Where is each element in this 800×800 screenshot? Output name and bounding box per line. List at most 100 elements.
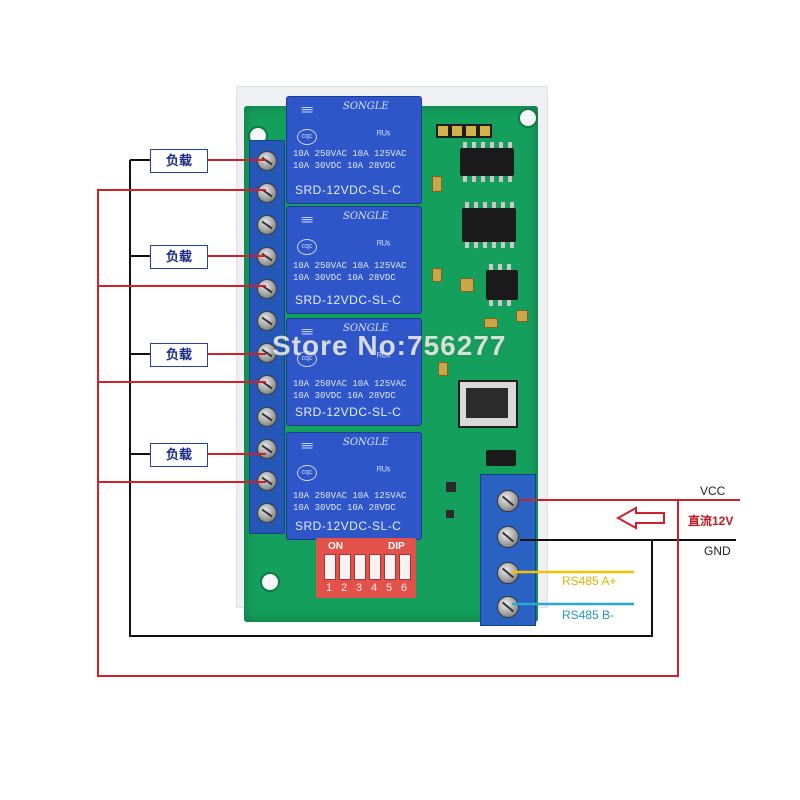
vcc-label: VCC — [700, 484, 726, 498]
relay-spec-line-2: 10A 30VDC 10A 28VDC — [293, 161, 396, 171]
smd-capacitor — [516, 310, 528, 322]
ic-pin — [489, 300, 493, 306]
terminal-screw-gnd — [497, 526, 519, 548]
header-pin — [436, 124, 450, 138]
dip-number: 6 — [400, 582, 408, 594]
mounting-hole — [518, 108, 538, 128]
ic-pin — [492, 242, 496, 248]
ic-pin — [508, 142, 512, 148]
relay-spec-line-2: 10A 30VDC 10A 28VDC — [293, 391, 396, 401]
cqc-mark-icon: cqc — [297, 465, 317, 481]
ic-pin — [501, 202, 505, 208]
dip-switch-4 — [369, 554, 381, 580]
cqc-mark-icon: cqc — [297, 129, 317, 145]
smd-capacitor — [438, 362, 448, 376]
terminal-screw-b — [497, 596, 519, 618]
ic-pin — [507, 300, 511, 306]
ic-pin — [481, 142, 485, 148]
relay-4: ≡≡ SONGLE cqc ᴿᵁˢ 10A 250VAC 10A 125VAC … — [286, 432, 422, 540]
smd-capacitor — [432, 268, 442, 282]
terminal-screw — [257, 183, 277, 203]
dip-number: 1 — [325, 582, 333, 594]
songle-logo-icon: ≡≡ — [301, 102, 313, 117]
smd-capacitor — [432, 176, 442, 192]
cqc-mark-icon: cqc — [297, 351, 317, 367]
load-box-2: 负载 — [150, 245, 208, 269]
ic-chip — [486, 450, 516, 466]
songle-logo-icon: ≡≡ — [301, 438, 313, 453]
relay-model: SRD-12VDC-SL-C — [295, 183, 402, 197]
relay-spec-line-2: 10A 30VDC 10A 28VDC — [293, 503, 396, 513]
rs485-b-label: RS485 B- — [562, 608, 615, 622]
terminal-screw — [257, 311, 277, 331]
ic-pin — [510, 202, 514, 208]
ic-chip — [486, 270, 518, 300]
terminal-screw — [257, 503, 277, 523]
ic-pin — [474, 242, 478, 248]
relay-2: ≡≡ SONGLE cqc ᴿᵁˢ 10A 250VAC 10A 125VAC … — [286, 206, 422, 314]
ic-pin — [508, 176, 512, 182]
ic-pin — [463, 176, 467, 182]
ic-pin — [492, 202, 496, 208]
dip-switch-5 — [384, 554, 396, 580]
black-wire-common — [129, 160, 653, 637]
ic-pin — [490, 176, 494, 182]
ul-mark-icon: ᴿᵁˢ — [377, 465, 391, 477]
terminal-screw — [257, 375, 277, 395]
ic-pin — [472, 176, 476, 182]
ic-pin — [489, 264, 493, 270]
ic-pin — [510, 242, 514, 248]
ic-pin — [463, 142, 467, 148]
relay-1: ≡≡ SONGLE cqc ᴿᵁˢ 10A 250VAC 10A 125VAC … — [286, 96, 422, 204]
dip-number: 3 — [355, 582, 363, 594]
relay-brand: SONGLE — [343, 101, 389, 112]
dip-switch: ON DIP 1 2 3 4 5 6 — [316, 538, 416, 598]
smd-component — [446, 510, 454, 518]
dip-number: 5 — [385, 582, 393, 594]
relay-brand: SONGLE — [343, 323, 389, 334]
songle-logo-icon: ≡≡ — [301, 212, 313, 227]
header-pin — [478, 124, 492, 138]
ic-pin — [499, 142, 503, 148]
dip-switch-2 — [339, 554, 351, 580]
relay-model: SRD-12VDC-SL-C — [295, 405, 402, 419]
cqc-mark-icon: cqc — [297, 239, 317, 255]
output-terminal-block — [249, 140, 285, 534]
voltage-regulator — [458, 380, 518, 428]
dip-switch-3 — [354, 554, 366, 580]
relay-spec-line-2: 10A 30VDC 10A 28VDC — [293, 273, 396, 283]
smd-capacitor — [460, 278, 474, 292]
smd-capacitor — [484, 318, 498, 328]
smd-component — [446, 482, 456, 492]
ul-mark-icon: ᴿᵁˢ — [377, 351, 391, 363]
relay-spec-line-1: 10A 250VAC 10A 125VAC — [293, 261, 407, 271]
ic-pin — [498, 264, 502, 270]
ic-pin — [507, 264, 511, 270]
ic-pin — [490, 142, 494, 148]
gnd-label: GND — [704, 544, 731, 558]
dip-switch-6 — [399, 554, 411, 580]
load-box-4: 负载 — [150, 443, 208, 467]
header-pin — [450, 124, 464, 138]
relay-brand: SONGLE — [343, 437, 389, 448]
relay-model: SRD-12VDC-SL-C — [295, 519, 402, 533]
ic-pin — [465, 202, 469, 208]
ic-chip — [462, 208, 516, 242]
dip-label: DIP — [388, 541, 405, 552]
store-watermark: Store No:756277 — [272, 330, 507, 361]
songle-logo-icon: ≡≡ — [301, 324, 313, 339]
ul-mark-icon: ᴿᵁˢ — [377, 129, 391, 141]
ic-pin — [501, 242, 505, 248]
relay-spec-line-1: 10A 250VAC 10A 125VAC — [293, 149, 407, 159]
ic-pin — [498, 300, 502, 306]
dip-number: 2 — [340, 582, 348, 594]
red-wire-common — [97, 189, 679, 677]
ic-pin — [465, 242, 469, 248]
dip-number: 4 — [370, 582, 378, 594]
relay-3: ≡≡ SONGLE cqc ᴿᵁˢ 10A 250VAC 10A 125VAC … — [286, 318, 422, 426]
dip-on-label: ON — [328, 541, 343, 552]
rs485-a-label: RS485 A+ — [562, 574, 617, 588]
header-pin — [464, 124, 478, 138]
